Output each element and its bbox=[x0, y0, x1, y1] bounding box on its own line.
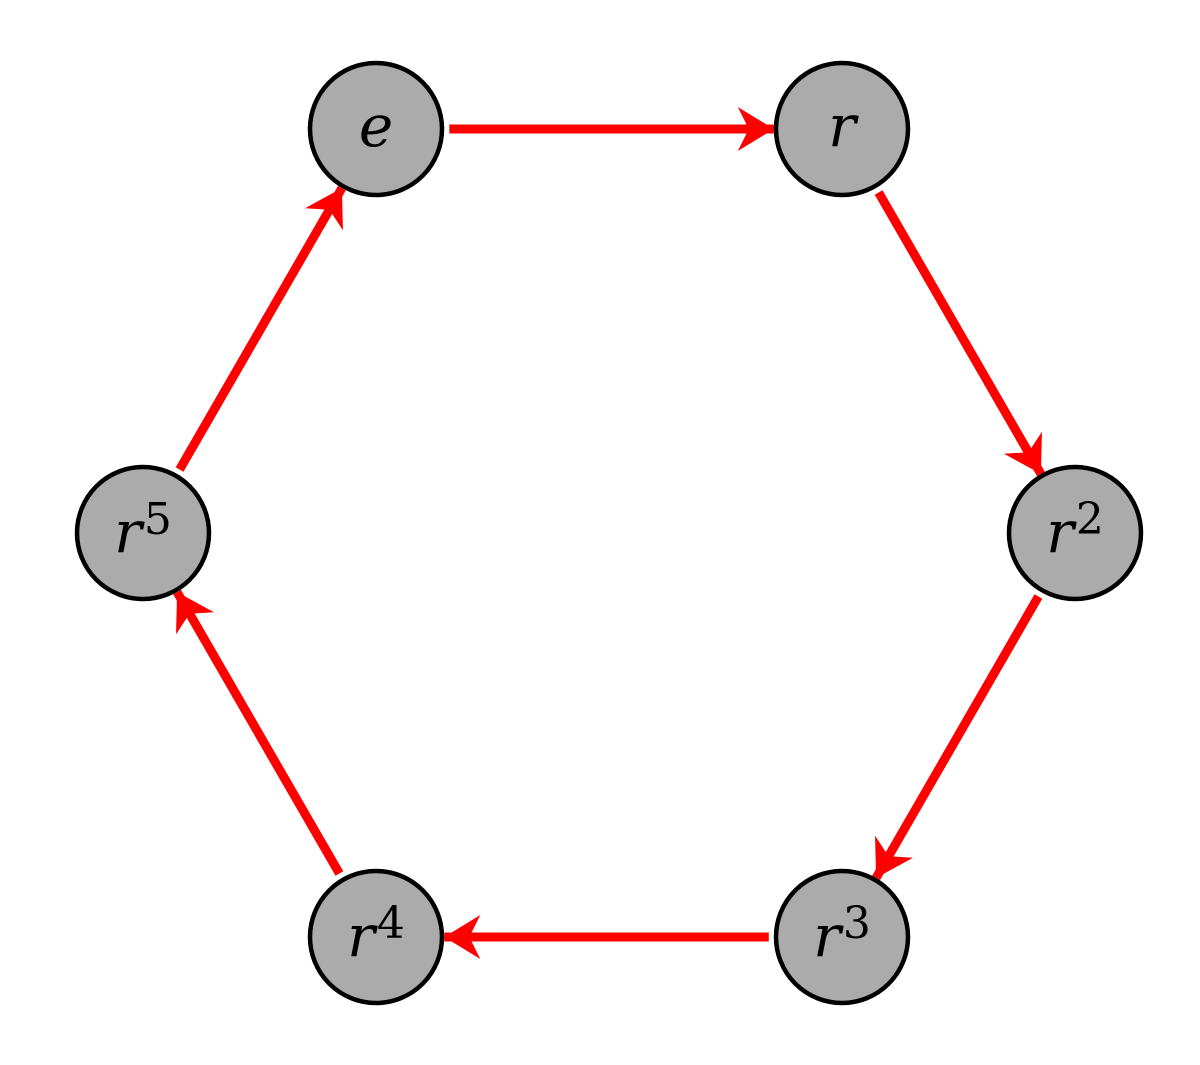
node-r3-label-base: r bbox=[813, 902, 844, 970]
node-e-label-base: e bbox=[359, 92, 393, 160]
node-r-circle bbox=[773, 60, 911, 198]
node-e: e bbox=[307, 60, 445, 198]
node-e-label: e bbox=[359, 92, 393, 160]
node-r5: r5 bbox=[74, 464, 212, 602]
node-r-label: r bbox=[828, 92, 859, 160]
node-r2-label-base: r bbox=[1046, 498, 1077, 566]
node-r3-label-superscript: 3 bbox=[843, 898, 871, 949]
node-r-label-base: r bbox=[828, 92, 859, 160]
node-r4-circle bbox=[307, 868, 445, 1006]
node-r5-label-base: r bbox=[114, 498, 145, 566]
node-r4-label-base: r bbox=[347, 902, 378, 970]
node-r5-circle bbox=[74, 464, 212, 602]
node-r2-label-superscript: 2 bbox=[1076, 494, 1104, 545]
node-r4-label: r4 bbox=[347, 898, 405, 970]
node-r3-circle bbox=[773, 868, 911, 1006]
edge-r2-to-r3 bbox=[872, 594, 1043, 881]
node-r5-label: r5 bbox=[114, 494, 172, 566]
node-r: r bbox=[773, 60, 911, 198]
node-r4: r4 bbox=[307, 868, 445, 1006]
node-r3: r3 bbox=[773, 868, 911, 1006]
edge-r4-to-r5 bbox=[173, 589, 344, 876]
node-r2-label: r2 bbox=[1046, 494, 1104, 566]
node-r4-label-superscript: 4 bbox=[377, 898, 405, 949]
node-r3-label: r3 bbox=[813, 898, 871, 970]
edge-r-to-r2 bbox=[874, 190, 1045, 477]
edge-layer bbox=[173, 107, 1045, 959]
node-e-circle bbox=[307, 60, 445, 198]
node-r2: r2 bbox=[1006, 464, 1144, 602]
edge-r5-to-e bbox=[175, 185, 346, 472]
node-r2-circle bbox=[1006, 464, 1144, 602]
node-r5-label-superscript: 5 bbox=[144, 494, 172, 545]
